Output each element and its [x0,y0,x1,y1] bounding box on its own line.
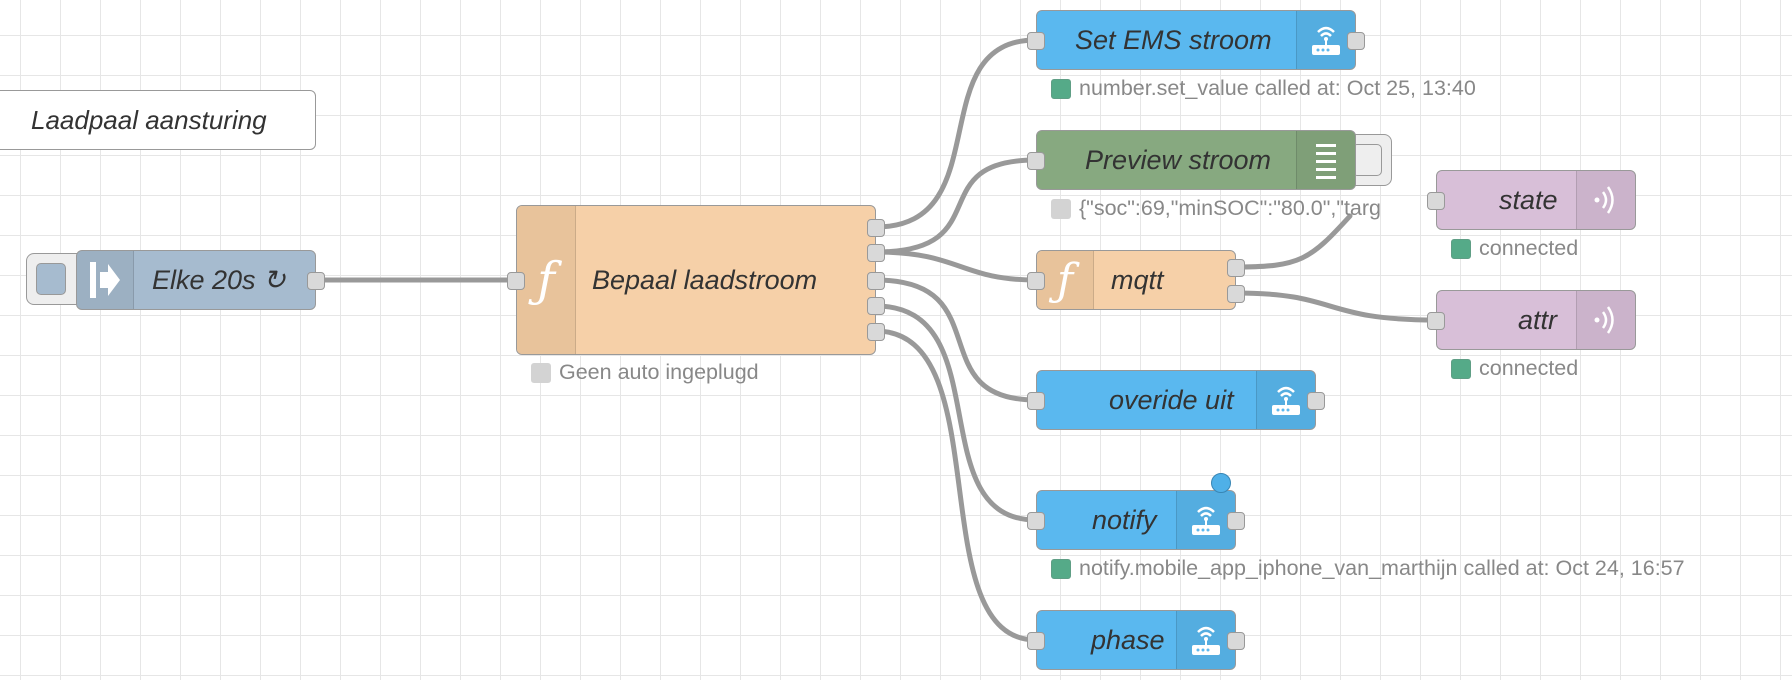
wire-function-to-override [873,277,1039,403]
status-indicator-grey [1051,198,1071,219]
phase-label: phase [1091,624,1165,655]
phase-icon-column [1176,611,1235,669]
function-node-bepaal-laadstroom[interactable]: ƒ Bepaal laadstroom [507,205,885,355]
debug-toggle-inner [1352,144,1382,176]
phase-output-port[interactable] [1227,632,1245,650]
state-status-text: connected [1479,236,1579,260]
override-uit-node[interactable]: overide uit [1027,370,1325,430]
function-output-port-4[interactable] [867,297,885,315]
attr-status: connected [1451,356,1578,381]
mqtt-function-node[interactable]: ƒ mqtt [1027,250,1245,310]
function-node-status: Geen auto ingeplugd [531,360,759,385]
set-ems-output-port[interactable] [1347,32,1365,50]
notify-output-port[interactable] [1227,512,1245,530]
home-assistant-router-icon [1272,386,1300,415]
set-ems-status: number.set_value called at: Oct 25, 13:4… [1051,76,1476,101]
wire-mqtt-to-attr [1233,290,1439,323]
changed-indicator-dot [1211,473,1231,493]
set-ems-status-text: number.set_value called at: Oct 25, 13:4… [1079,76,1476,100]
wire-function-to-mqtt [873,249,1039,283]
wire-function-to-set-ems [873,37,1039,230]
status-indicator-green [1051,78,1071,99]
override-icon-column [1256,371,1315,429]
wire-function-to-preview [873,157,1039,255]
function-output-port-3[interactable] [867,272,885,290]
function-icon: ƒ [537,252,555,308]
state-mqtt-label: state [1499,184,1558,215]
inject-node[interactable]: Elke 20s ↻ [76,250,325,310]
set-ems-stroom-node[interactable]: Set EMS stroom [1027,10,1365,70]
mqtt-broadcast-icon [1594,186,1614,214]
home-assistant-router-icon [1192,506,1220,535]
function-node-status-text: Geen auto ingeplugd [559,360,759,384]
notify-label: notify [1092,504,1157,535]
status-indicator-green [1451,358,1471,379]
function-output-port-5[interactable] [867,323,885,341]
attr-icon-column [1576,291,1635,349]
set-ems-input-port[interactable] [1027,32,1045,50]
override-output-port[interactable] [1307,392,1325,410]
inject-icon-column [77,251,134,309]
mqtt-output-port-2[interactable] [1227,285,1245,303]
comment-node-label: Laadpaal aansturing [31,104,267,135]
preview-icon-column [1296,131,1355,189]
phase-node[interactable]: phase [1027,610,1245,670]
function-node-label: Bepaal laadstroom [592,264,818,295]
function-input-port[interactable] [507,272,525,290]
function-output-port-1[interactable] [867,219,885,237]
list-icon [1316,144,1336,179]
function-icon: ƒ [1056,254,1074,306]
notify-input-port[interactable] [1027,512,1045,530]
override-uit-label: overide uit [1109,384,1234,415]
state-input-port[interactable] [1427,192,1445,210]
comment-node[interactable]: Laadpaal aansturing [0,90,316,150]
wire-function-to-phase [873,328,1039,643]
mqtt-output-port-1[interactable] [1227,259,1245,277]
phase-input-port[interactable] [1027,632,1045,650]
notify-status-text: notify.mobile_app_iphone_van_marthijn ca… [1079,556,1685,580]
preview-stroom-node[interactable]: Preview stroom [1027,130,1356,190]
mqtt-broadcast-icon [1594,306,1614,334]
status-indicator-grey [531,362,551,383]
state-icon-column [1576,171,1635,229]
function-output-port-2[interactable] [867,244,885,262]
override-input-port[interactable] [1027,392,1045,410]
preview-input-port[interactable] [1027,152,1045,170]
arrow-in-icon [90,262,120,298]
attr-mqtt-node[interactable]: attr [1427,290,1636,350]
inject-output-port[interactable] [307,272,325,290]
notify-status: notify.mobile_app_iphone_van_marthijn ca… [1051,556,1685,581]
set-ems-icon-column [1296,11,1355,69]
set-ems-stroom-label: Set EMS stroom [1075,24,1272,55]
home-assistant-router-icon [1192,626,1220,655]
preview-status-text: {"soc":69,"minSOC":"80.0","targ [1079,196,1381,220]
home-assistant-router-icon [1312,26,1340,55]
wire-function-to-notify [873,303,1039,523]
status-indicator-green [1451,238,1471,259]
attr-status-text: connected [1479,356,1579,380]
wire-mqtt-to-state [1233,213,1353,270]
attr-input-port[interactable] [1427,312,1445,330]
function-icon-column: ƒ [517,206,576,354]
notify-icon-column [1176,491,1235,549]
state-mqtt-node[interactable]: state [1427,170,1636,230]
inject-button-inner [36,263,66,295]
inject-button[interactable] [26,253,82,305]
preview-stroom-label: Preview stroom [1085,144,1272,175]
mqtt-function-icon-column: ƒ [1037,251,1094,309]
notify-node[interactable]: notify [1027,473,1245,550]
attr-mqtt-label: attr [1518,304,1558,335]
preview-status: {"soc":69,"minSOC":"80.0","targ [1051,196,1435,221]
status-indicator-green [1051,558,1071,579]
mqtt-function-label: mqtt [1111,264,1164,295]
state-status: connected [1451,236,1578,261]
mqtt-input-port[interactable] [1027,272,1045,290]
inject-node-label: Elke 20s ↻ [152,264,286,295]
